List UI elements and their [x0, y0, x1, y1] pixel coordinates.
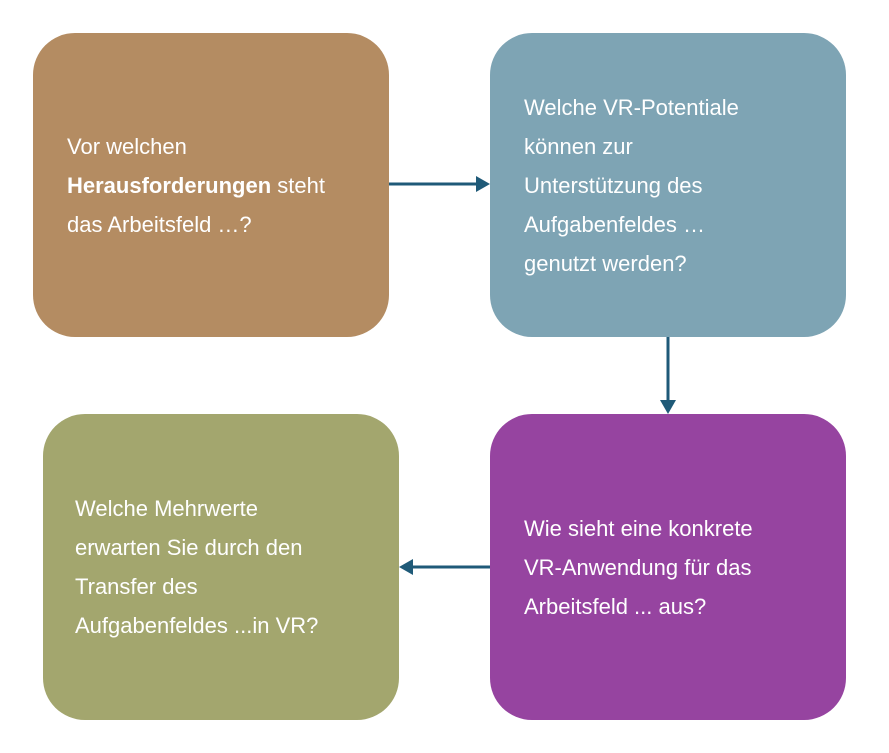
arrow-challenges-to-potentials: [389, 176, 490, 192]
application-text: Wie sieht eine konkrete VR-Anwendung für…: [524, 509, 753, 626]
challenges-keyword: Herausforderungen: [67, 172, 272, 198]
arrow-application-to-value: [399, 559, 490, 575]
value-line-4: Aufgabenfeldes ...in VR?: [75, 613, 319, 638]
challenges-line-1: Vor welchen: [67, 133, 187, 159]
potentials-line-4: Aufgabenfeldes …: [524, 211, 706, 237]
challenges-text: Vor welchen Herausforderungen steht das …: [67, 127, 325, 244]
value-box: Welche Mehrwerte erwarten Sie durch den …: [43, 414, 399, 720]
challenges-box: Vor welchen Herausforderungen steht das …: [33, 33, 389, 337]
application-box: Wie sieht eine konkrete VR-Anwendung für…: [490, 414, 846, 720]
potentials-box: Welche VR-Potentiale können zur Unterstü…: [490, 33, 846, 337]
arrow-potentials-to-application: [660, 337, 676, 414]
potentials-line-3: Unterstützung des: [524, 172, 703, 198]
application-line-1: Wie sieht eine konkrete: [524, 515, 753, 541]
challenges-line-2: Herausforderungen steht: [67, 166, 325, 205]
arrow-down-head: [660, 400, 676, 414]
potentials-line-5: genutzt werden?: [524, 250, 687, 276]
value-line-2: erwarten Sie durch den: [75, 535, 303, 560]
value-line-3: Transfer des: [75, 574, 198, 599]
arrow-left-head: [399, 559, 413, 575]
challenges-line-2-rest: steht: [271, 172, 325, 198]
application-line-3: Arbeitsfeld ... aus?: [524, 593, 707, 619]
potentials-line-1: Welche VR-Potentiale: [524, 94, 739, 120]
application-line-2: VR-Anwendung für das: [524, 554, 752, 580]
value-text: Welche Mehrwerte erwarten Sie durch den …: [75, 489, 318, 645]
potentials-text: Welche VR-Potentiale können zur Unterstü…: [524, 88, 739, 283]
arrow-right-head: [476, 176, 490, 192]
value-line-1: Welche Mehrwerte: [75, 496, 258, 521]
challenges-line-3: das Arbeitsfeld …?: [67, 211, 252, 237]
potentials-line-2: können zur: [524, 133, 633, 159]
